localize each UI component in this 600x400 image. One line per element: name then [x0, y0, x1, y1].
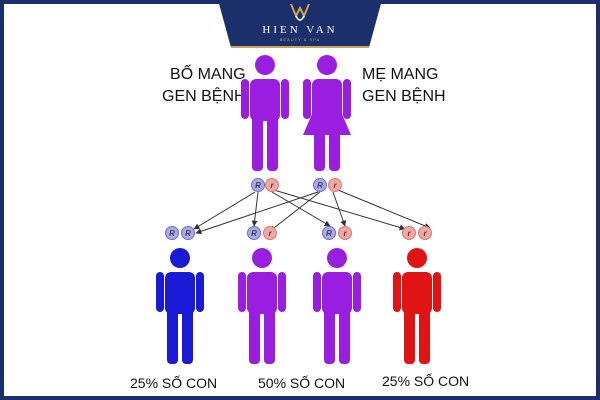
svg-text:r: r: [270, 181, 274, 190]
father-allele-r-2: r: [265, 178, 279, 192]
inheritance-arrow-8: [337, 189, 431, 229]
svg-text:r: r: [343, 229, 347, 238]
svg-text:R: R: [326, 229, 332, 238]
father-label-line-2: GEN BỆNH: [162, 88, 246, 105]
child-2-allele-1: R: [247, 226, 261, 240]
father-label: BỐ MANG GEN BỆNH: [162, 64, 246, 108]
child-3-allele-1: R: [322, 226, 336, 240]
mother-label-line-1: MẸ MANG: [362, 66, 439, 83]
father-label-line-1: BỐ MANG: [170, 66, 246, 83]
brand-tagline: BEAUTY & SPA: [279, 37, 321, 42]
child-1-allele-1: R: [165, 226, 179, 240]
child-figure-1: [156, 248, 204, 364]
svg-text:R: R: [255, 181, 261, 190]
svg-text:r: r: [407, 229, 411, 238]
inheritance-arrow-3: [271, 191, 331, 227]
inheritance-arrow-6: [269, 191, 321, 232]
svg-text:r: r: [268, 229, 272, 238]
svg-text:r: r: [333, 181, 337, 190]
child-4-allele-2: r: [418, 226, 432, 240]
mother-label-line-2: GEN BỆNH: [362, 88, 446, 105]
child-figure-3: [313, 248, 361, 364]
father-allele-R-1: R: [251, 178, 265, 192]
child-2-allele-2: r: [263, 226, 277, 240]
mother-allele-R-1: R: [313, 178, 327, 192]
inheritance-arrow-7: [332, 191, 347, 227]
mother-figure: [303, 55, 351, 171]
inheritance-arrow-2: [251, 191, 259, 227]
inheritance-arrows: [193, 189, 431, 235]
brand-logo-icon: [290, 3, 310, 21]
brand-name: HIEN VAN: [262, 24, 338, 36]
child-4-allele-1: r: [402, 226, 416, 240]
percentage-left: 25% SỐ CON: [130, 375, 218, 391]
child-3-allele-2: r: [338, 226, 352, 240]
child-figure-2: [238, 248, 286, 364]
svg-text:R: R: [169, 229, 175, 238]
mother-allele-r-2: r: [328, 178, 342, 192]
percentage-middle: 50% SỐ CON: [258, 375, 346, 391]
people-figures: [156, 55, 441, 364]
child-figure-4: [393, 248, 441, 364]
svg-text:R: R: [251, 229, 257, 238]
percentage-right: 25% SỐ CON: [382, 373, 470, 389]
father-figure: [241, 55, 289, 171]
svg-text:R: R: [185, 229, 191, 238]
mother-label: MẸ MANG GEN BỆNH: [362, 64, 446, 108]
child-1-allele-2: R: [181, 226, 195, 240]
inheritance-arrow-1: [193, 191, 256, 230]
svg-text:r: r: [423, 229, 427, 238]
svg-text:R: R: [317, 181, 323, 190]
inheritance-arrow-5: [195, 191, 319, 235]
